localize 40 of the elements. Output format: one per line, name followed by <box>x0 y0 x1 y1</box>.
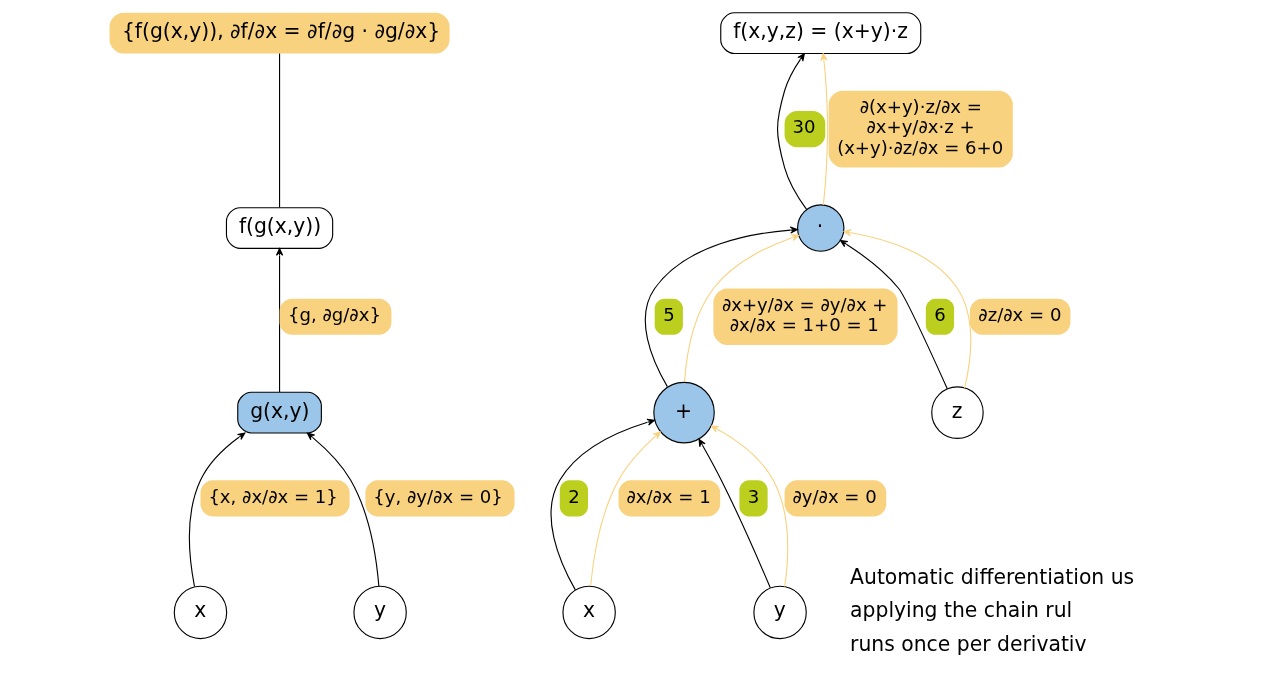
edge-label: 3 <box>747 485 760 507</box>
arrow <box>820 53 829 206</box>
arrow <box>843 229 972 389</box>
edge-label: 2 <box>568 485 580 507</box>
connector <box>279 53 281 208</box>
arrow <box>644 226 798 388</box>
arrow <box>776 53 808 210</box>
edge-label: ∂y/∂x = 0 <box>792 485 877 507</box>
node-box: g(x,y) <box>237 391 322 434</box>
edge-label: 5 <box>663 304 675 326</box>
edge-label: ∂z/∂x = 0 <box>978 304 1062 326</box>
arrow <box>306 432 380 587</box>
arrow <box>590 431 661 587</box>
label: applying the chain rul <box>850 598 1073 623</box>
edge-label: {x, ∂x/∂x = 1} <box>208 485 338 507</box>
arrow <box>698 438 771 589</box>
edge-label: {y, ∂y/∂x = 0} <box>373 485 503 507</box>
edge-label: ∂x+y/∂x = ∂y/∂x + ∂x/∂x = 1+0 = 1 <box>721 293 888 336</box>
node-circle: x <box>562 585 616 640</box>
node-box: {f(g(x,y)), ∂f/∂x = ∂f/∂g · ∂g/∂x} <box>109 12 450 54</box>
label: Automatic differentiation us <box>850 564 1135 589</box>
node-circle: x <box>173 585 228 640</box>
edge-label: 6 <box>934 304 946 326</box>
node-circle: y <box>753 585 807 640</box>
node-circle: · <box>797 204 845 252</box>
node-circle: y <box>353 585 407 640</box>
arrow <box>189 432 246 587</box>
node-circle: z <box>931 386 984 439</box>
edge-label: {g, ∂g/∂x} <box>288 304 381 326</box>
arrow <box>275 247 284 393</box>
edge-label: ∂x/∂x = 1 <box>626 485 711 507</box>
arrow <box>839 239 948 390</box>
arrow <box>710 425 789 588</box>
label: runs once per derivativ <box>850 632 1087 657</box>
arrow <box>683 234 800 383</box>
edge-label: 30 <box>792 116 816 138</box>
arrow <box>550 418 655 591</box>
node-box: f(x,y,z) = (x+y)·z <box>720 12 922 55</box>
node-box: f(g(x,y)) <box>225 207 334 249</box>
edge-label: ∂(x+y)·z/∂x = ∂x+y/∂x·z + (x+y)·∂z/∂x = 6+0 <box>837 96 1004 158</box>
